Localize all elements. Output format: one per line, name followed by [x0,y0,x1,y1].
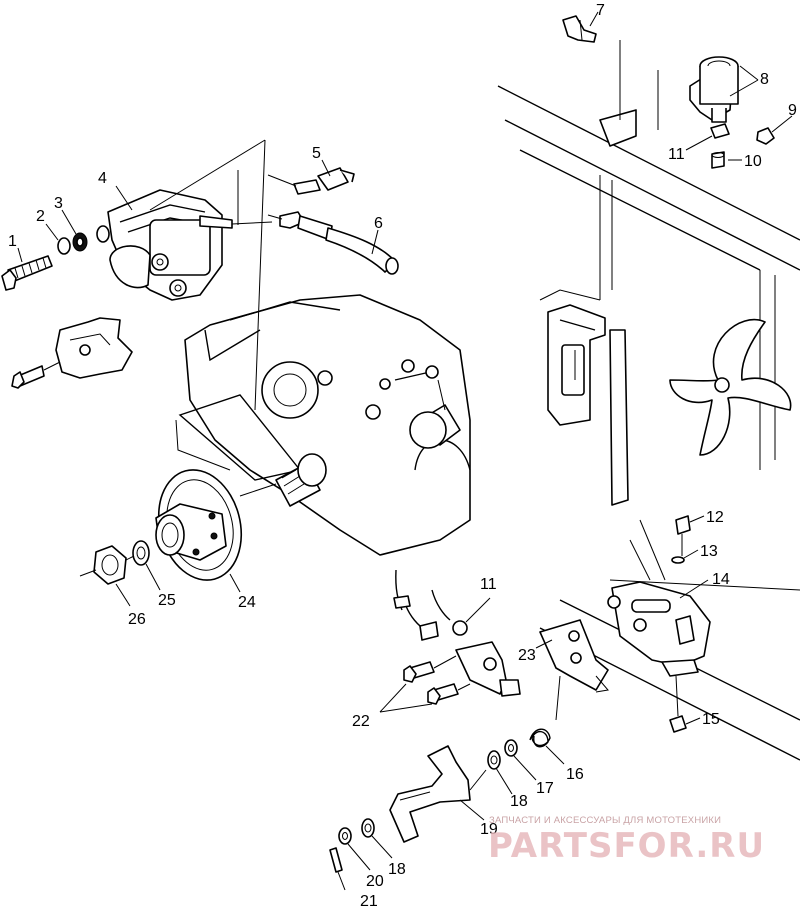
callout-18-right: 18 [510,793,528,810]
pedal-pivot-assembly [607,515,711,733]
cooling-fan [669,319,792,456]
callout-7: 7 [596,2,605,19]
callout-11-lower: 11 [480,576,497,593]
callout-15: 15 [702,711,720,728]
callout-18-left: 18 [388,861,406,878]
bolt-7 [562,15,597,43]
callout-21: 21 [360,893,378,907]
callout-4: 4 [98,170,107,187]
brake-pedal-19 [389,745,471,843]
callout-9: 9 [788,102,797,119]
callout-16: 16 [566,766,584,783]
callout-5: 5 [312,145,321,162]
callout-14: 14 [712,571,730,588]
callout-22: 22 [352,713,370,730]
watermark-caption: ЗАПЧАСТИ И АКСЕССУАРЫ ДЛЯ МОТОТЕХНИКИ [489,815,722,826]
callout-26: 26 [128,611,146,628]
brake-pedal-linkage [329,569,609,891]
watermark-logo: PARTSFOR.RU [488,826,766,866]
callout-19: 19 [480,821,498,838]
callout-10: 10 [744,153,762,170]
bleeder-5 [293,179,321,195]
callout-3: 3 [54,195,63,212]
axle-nut-26 [79,540,150,585]
callout-24: 24 [238,594,256,611]
callout-8: 8 [760,71,769,88]
callout-20: 20 [366,873,384,890]
frame-structure [497,40,800,470]
brake-pad [55,317,133,379]
callout-11-upper: 11 [668,146,685,163]
brake-caliper-assembly [1,167,399,389]
brake-disc-24 [155,469,277,581]
master-cylinder-assembly [562,15,775,169]
callout-25: 25 [158,592,176,609]
brake-hose-6 [325,227,397,273]
callout-2: 2 [36,208,45,225]
callout-17: 17 [536,780,554,797]
callout-13: 13 [700,543,718,560]
callout-numbers: 1 2 3 4 5 6 7 8 9 10 11 11 12 13 14 15 1… [8,2,797,907]
gearcase-housing [149,139,471,556]
callout-1: 1 [8,233,17,250]
callout-6: 6 [374,215,383,232]
callout-12: 12 [706,509,724,526]
callout-leaders [17,11,793,871]
frame-bracket [547,304,629,506]
bolt-12 [675,515,691,535]
callout-23: 23 [518,647,536,664]
